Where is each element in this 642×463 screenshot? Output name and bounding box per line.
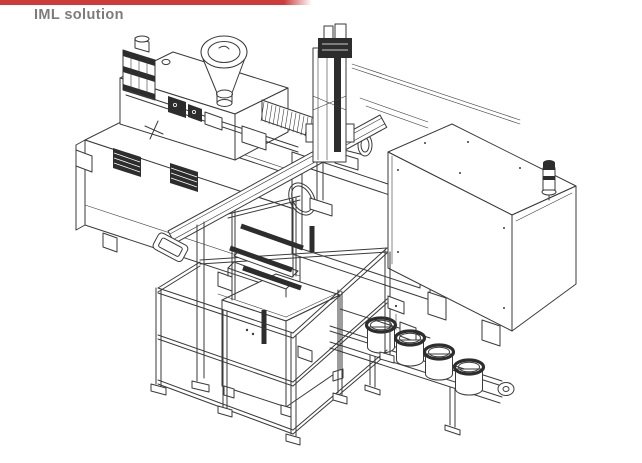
- safety-fence: [150, 247, 405, 446]
- alignment-crosshair-mark: [144, 120, 164, 140]
- door-handle-ring: [288, 182, 316, 216]
- container: [393, 329, 427, 367]
- vent-grille: [113, 148, 141, 177]
- robot-vertical-unit: [305, 23, 355, 217]
- machine-top-frame: [351, 63, 521, 129]
- beam-support-post: [191, 221, 210, 393]
- robot-z-axis: [309, 161, 333, 217]
- linear-rail: [125, 89, 299, 153]
- motor-drive: [122, 35, 156, 101]
- vent-grille: [170, 163, 198, 192]
- accent-bar: [0, 0, 312, 5]
- injection-unit: [119, 35, 356, 171]
- container: [452, 358, 486, 396]
- clamp-cover: [387, 123, 577, 347]
- page-title: IML solution: [34, 7, 124, 23]
- container: [364, 316, 398, 354]
- discharge-conveyor: [329, 316, 515, 436]
- container: [422, 343, 456, 381]
- signal-lamp: [541, 160, 557, 201]
- material-hopper: [200, 35, 248, 107]
